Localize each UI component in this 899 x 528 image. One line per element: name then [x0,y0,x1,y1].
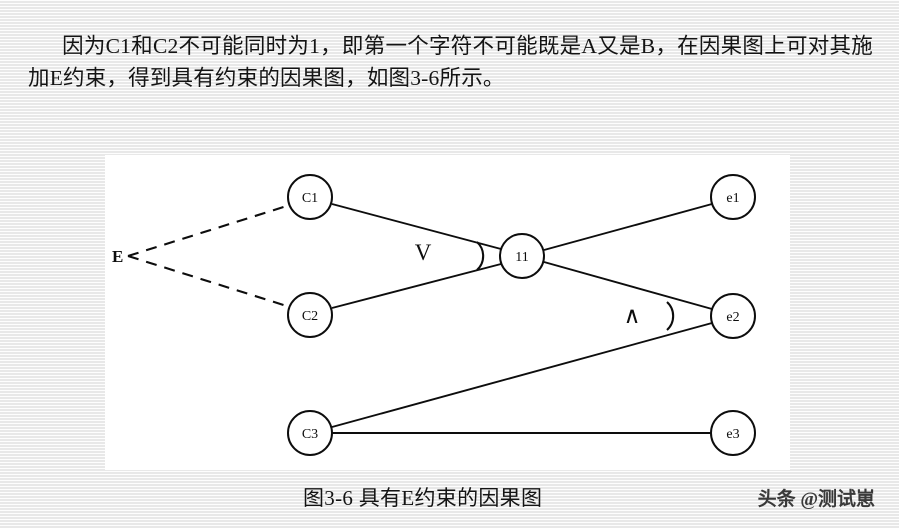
node-C3[interactable]: C3 [287,410,333,456]
node-label: e2 [726,310,739,325]
edge-E-C1 [127,203,291,258]
constraint-label-E: E [112,247,123,266]
node-label: C3 [302,427,318,442]
node-label: C2 [302,309,318,324]
figure-panel: V ∧ E C1 C2 C3 11 e1 [105,155,790,470]
operator-and-label: ∧ [624,303,641,328]
node-label: e1 [726,191,739,206]
paragraph-text: 因为C1和C2不可能同时为1，即第一个字符不可能既是A又是B，在因果图上可对其施… [28,33,873,90]
caption-row: 图3-6 具有E约束的因果图 头条 @测试崽 [0,482,899,522]
body-paragraph: 因为C1和C2不可能同时为1，即第一个字符不可能既是A又是B，在因果图上可对其施… [28,30,873,94]
edge-11-e1 [543,203,713,251]
node-e2[interactable]: e2 [710,293,756,339]
or-junction-arc-icon [476,241,485,271]
node-C1[interactable]: C1 [287,174,333,220]
node-label: 11 [515,250,528,265]
node-e3[interactable]: e3 [710,410,756,456]
operator-or-label: V [415,240,432,265]
watermark-label: 头条 @测试崽 [757,489,875,510]
edge-C2-11 [331,263,502,309]
node-e1[interactable]: e1 [710,174,756,220]
edge-E-C2 [127,254,291,309]
node-C2[interactable]: C2 [287,292,333,338]
node-11[interactable]: 11 [499,233,545,279]
edge-group-constraint [127,203,291,309]
node-label: e3 [726,427,739,442]
cause-effect-diagram: V ∧ E C1 C2 C3 11 e1 [112,174,756,456]
node-label: C1 [302,191,318,206]
figure-caption: 图3-6 具有E约束的因果图 [303,486,543,510]
and-junction-arc-icon [666,301,675,331]
edge-11-e2 [543,261,713,310]
edge-C3-e2 [331,322,713,428]
